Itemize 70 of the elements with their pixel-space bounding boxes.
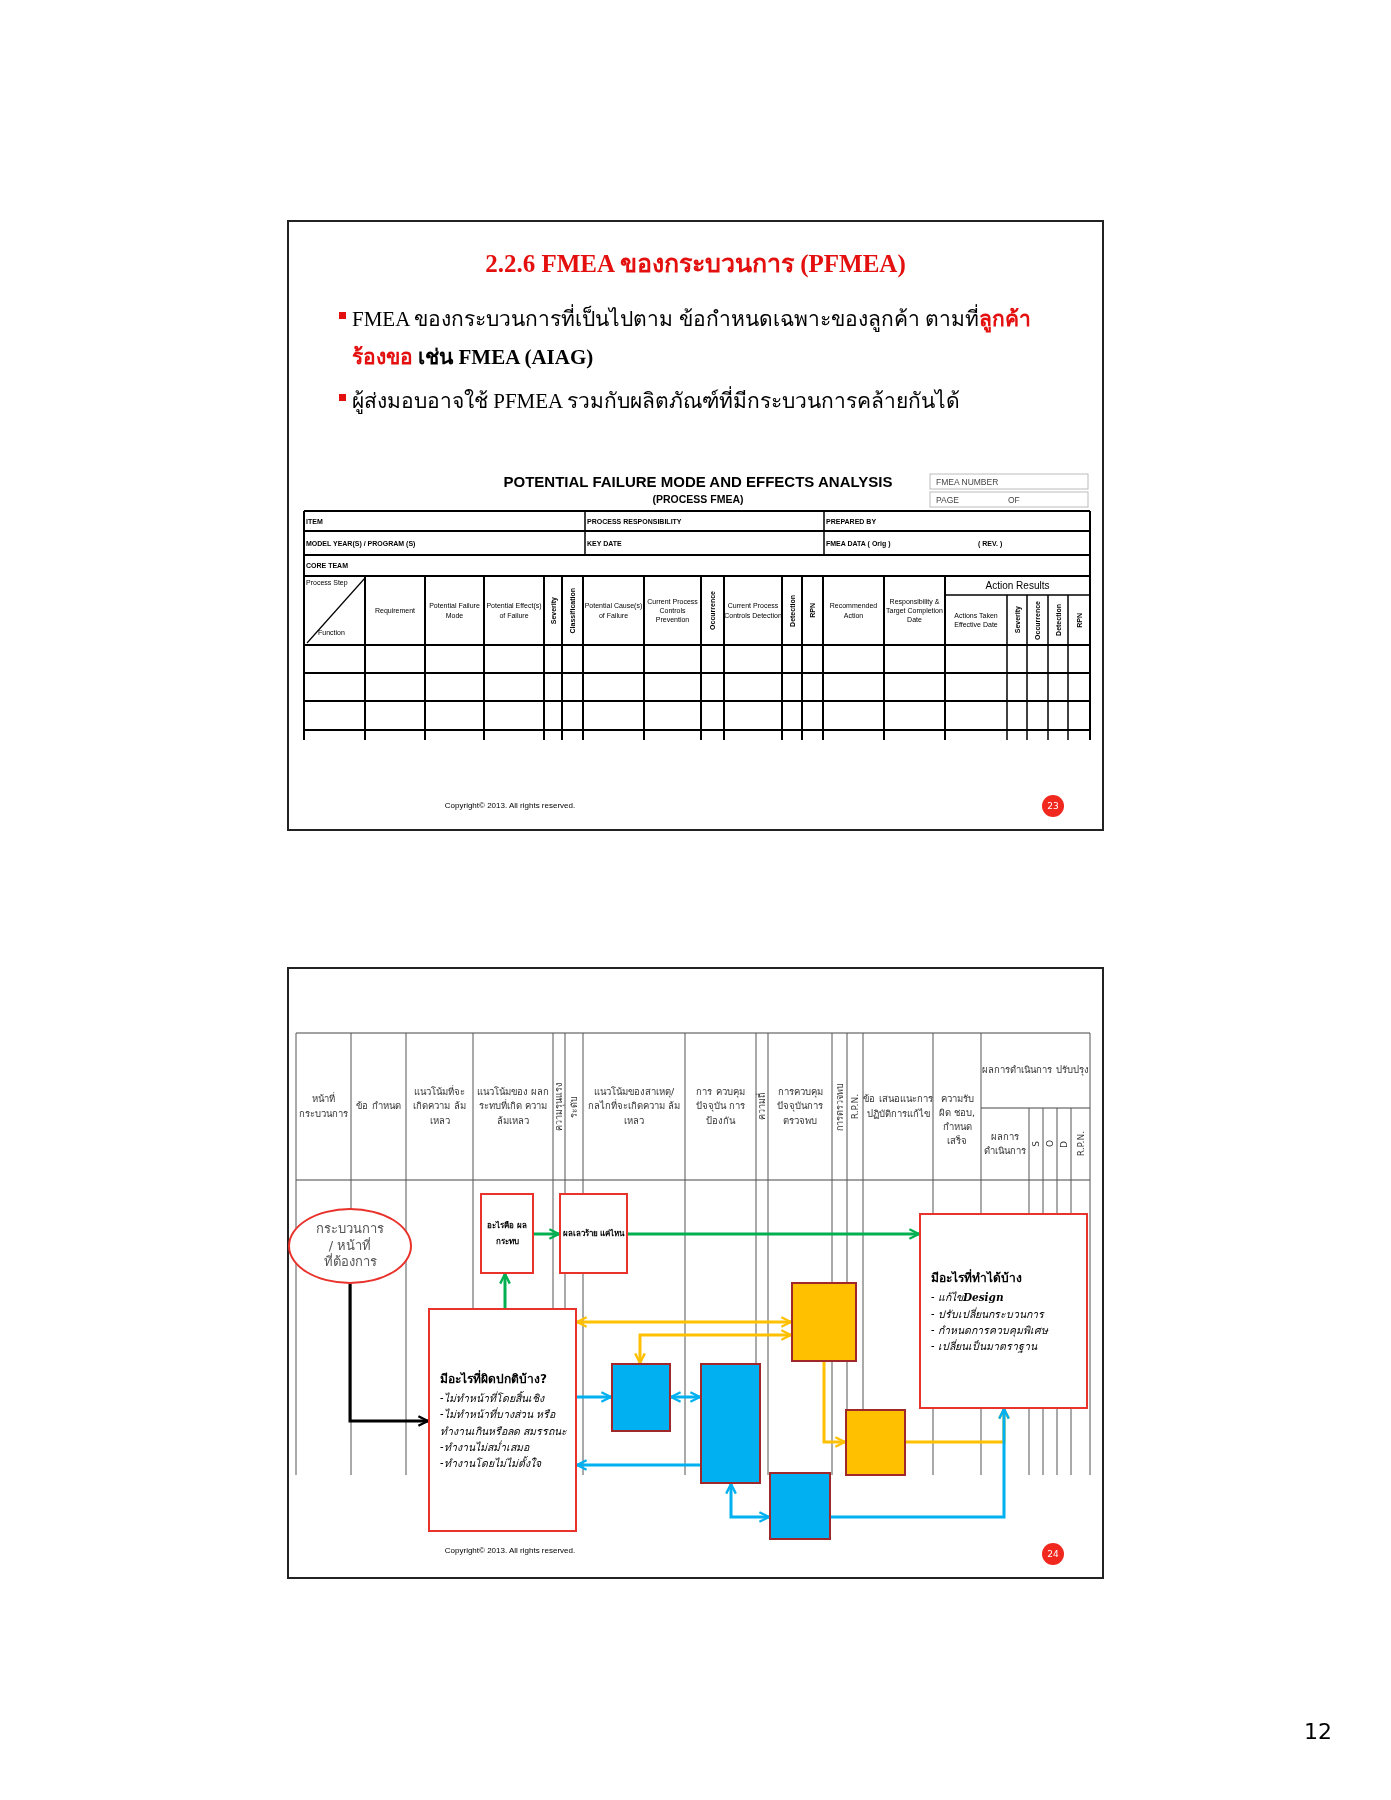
list-item: - เปลี่ยนเป็นมาตราฐาน (931, 1338, 1037, 1355)
column-header: ผลการ ดำเนินการ (983, 1129, 1027, 1158)
field-label: PAGE (936, 494, 959, 505)
bullet-text: FMEA ของกระบวนการที่เป็นไปตาม ข้อกำหนดเฉพาะของลูกค้า ตามที่ลูกค้าร้องขอ เช่น FMEA (AIAG) (352, 300, 1072, 376)
process-box (769, 1472, 831, 1540)
node-label: กระบวนการ (316, 1220, 384, 1237)
arrow (534, 1228, 561, 1240)
column-header: แนวโน้มที่จะ เกิดความ ล้มเหลว (412, 1085, 467, 1128)
arrow (348, 1284, 430, 1427)
column-header: การควบคุม ปัจจุบันการ ตรวจพบ (776, 1085, 824, 1128)
column-header: แนวโน้มของ ผลกระทบที่เกิด ความล้มเหลว (476, 1085, 550, 1128)
column-header: การตรวจพบ (833, 1082, 846, 1131)
column-header: D (1059, 1140, 1069, 1148)
list-item: -ทำงานไม่สม่ำเสมอ (440, 1439, 529, 1455)
column-header: ความถี่ (755, 1093, 768, 1120)
arrow (628, 1228, 921, 1240)
arrow (831, 1407, 1010, 1519)
column-header: ความรับ ผิด ชอบ, กำหนด เสร็จ (937, 1091, 976, 1149)
arrow (499, 1272, 511, 1308)
node-label: อะไรคือ ผล กระทบ (486, 1219, 528, 1248)
arrow (822, 1362, 847, 1448)
arrow (577, 1391, 613, 1403)
slide-title: 2.2.6 FMEA ของกระบวนการ (PFMEA) (485, 249, 906, 280)
column-header: การ ควบคุม ปัจจุบัน การ ป้องกัน (695, 1085, 746, 1128)
column-header: Action Results (985, 580, 1050, 591)
column-header: ความรุนแรง (553, 1082, 566, 1131)
slide-number: 23 (1042, 795, 1064, 817)
node-label: / หน้าที่ (328, 1237, 372, 1253)
text-box (559, 1193, 628, 1274)
process-box (791, 1282, 857, 1362)
column-header: ผลการดำเนินการ ปรับปรุง (982, 1063, 1089, 1078)
column-header: ข้อ กำหนด (356, 1099, 401, 1114)
page-number: 12 (1304, 1718, 1332, 1744)
column-header: S (1031, 1141, 1041, 1147)
copyright-text: Copyright© 2013. All rights reserved. (444, 1545, 576, 1555)
field-label: OF (1008, 494, 1020, 505)
box-heading: มีอะไรที่ทำได้บ้าง (931, 1268, 1022, 1287)
arrow (575, 1459, 700, 1471)
list-item: -ทำงานโดยไม่ไม่ตั้งใจ (440, 1455, 541, 1472)
copyright-text: Copyright© 2013. All rights reserved. (444, 800, 576, 810)
column-header: R.P.N. (850, 1093, 860, 1120)
list-item: - แก้ไขDesign (931, 1290, 1004, 1306)
node-label: ผลเลวร้าย แค่ไหน (562, 1227, 625, 1240)
form-subtitle: (PROCESS FMEA) (652, 493, 744, 505)
arrow (669, 1391, 702, 1403)
list-item: - ปรับเปลี่ยนกระบวนการ (931, 1306, 1044, 1322)
process-box (611, 1363, 671, 1432)
node-label: ที่ต้องการ (323, 1254, 377, 1272)
text-box (428, 1308, 577, 1532)
column-header: R.P.N. (1075, 1131, 1086, 1157)
column-header: ข้อ เสนอแนะการ ปฏิบัติการแก้ไข (863, 1092, 933, 1121)
form-title: POTENTIAL FAILURE MODE AND EFFECTS ANALYSIS (503, 472, 893, 490)
list-item: -ไม่ทำหน้าที่บางส่วน หรือทำงานเกินหรือลด สมรรถนะ (440, 1406, 569, 1439)
column-header: แนวโน้มของสาเหตุ/ กลไกที่จะเกิดความ ล้มเหลว (587, 1085, 681, 1128)
bullet-text: ผู้ส่งมอบอาจใช้ PFMEA รวมกับผลิตภัณฑ์ที่มีกระบวนการคล้ายกันได้ (352, 382, 961, 420)
text-box (919, 1213, 1088, 1409)
text-box (480, 1193, 534, 1274)
column-header: หน้าที่ กระบวนการ (298, 1092, 349, 1121)
column-header: O (1045, 1140, 1055, 1148)
process-box (700, 1363, 761, 1484)
arrow (634, 1329, 793, 1365)
arrow (725, 1482, 771, 1523)
list-item: - กำหนดการควบคุมพิเศษ (931, 1322, 1048, 1339)
arrow (575, 1316, 793, 1328)
box-heading: มีอะไรที่ผิดปกติบ้าง? (440, 1369, 547, 1388)
process-box (845, 1409, 906, 1476)
column-header: ระดับ (568, 1095, 580, 1118)
slide-number: 24 (1042, 1543, 1064, 1565)
list-item: -ไม่ทำหน้าที่โดยสิ้นเชิง (440, 1390, 544, 1407)
field-label: FMEA NUMBER (936, 476, 999, 487)
